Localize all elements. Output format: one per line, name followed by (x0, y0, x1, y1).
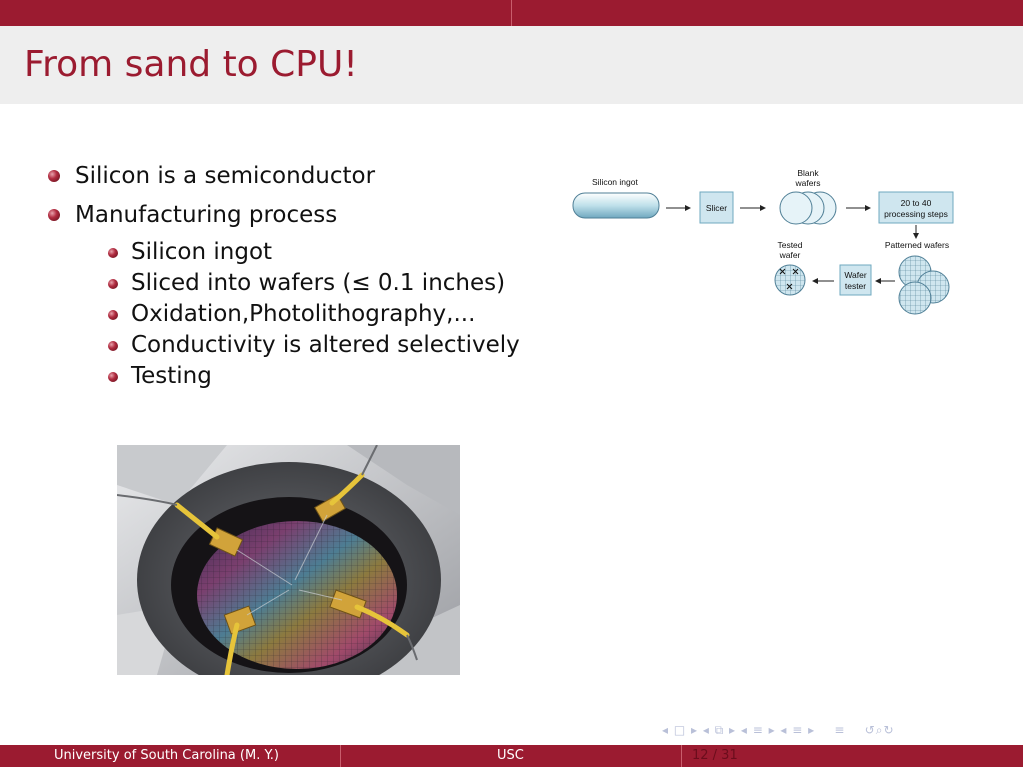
wafer-testing-photo (117, 445, 460, 675)
patterned-wafer (898, 281, 932, 315)
processing-steps-box (878, 191, 954, 224)
sub-bullet-item: Testing (108, 361, 520, 392)
blank-wafers-label: Blank (797, 168, 819, 178)
footer-page-number: 12 / 31 (692, 748, 738, 763)
bullet-text: Manufacturing process (75, 202, 338, 228)
blank-wafer (779, 191, 813, 225)
sub-bullet-item: Sliced into wafers (≤ 0.1 inches) (108, 268, 520, 299)
silicon-ingot-label: Silicon ingot (592, 177, 638, 187)
sub-bullet-icon (108, 341, 118, 351)
manufacturing-flow-diagram: Silicon ingot Slicer Blank wafers 20 to … (572, 168, 954, 315)
footer-bar: University of South Carolina (M. Y.) USC… (0, 745, 1023, 767)
bullet-text: Silicon is a semiconductor (75, 163, 376, 189)
tested-wafer-label: wafer (779, 250, 801, 260)
sub-bullet-icon (108, 279, 118, 289)
footer-divider (681, 745, 682, 767)
sub-bullet-text: Silicon ingot (131, 239, 273, 265)
bullet-item: Silicon is a semiconductor (48, 160, 375, 199)
slide-navigation-icons[interactable]: ◂ □ ▸ ◂ ⧉ ▸ ◂ ≡ ▸ ◂ ≡ ▸ ≡ ↺⌕↻ (662, 723, 895, 737)
slicer-label: Slicer (706, 203, 727, 213)
blank-wafers-label: wafers (794, 178, 820, 188)
slicer-box (699, 191, 734, 224)
wafer-tester-label: tester (845, 281, 866, 291)
tested-wafer-label: Tested (777, 240, 802, 250)
bullet-icon (48, 209, 60, 221)
sub-bullet-list: Silicon ingot Sliced into wafers (≤ 0.1 … (108, 237, 520, 392)
sub-bullet-item: Oxidation,Photolithography,... (108, 299, 520, 330)
footer-author: University of South Carolina (M. Y.) (54, 748, 279, 763)
sub-bullet-item: Silicon ingot (108, 237, 520, 268)
silicon-ingot-shape (572, 192, 660, 219)
processing-steps-label: 20 to 40 (901, 198, 932, 208)
footer-institution: USC (497, 748, 524, 763)
footer-divider (340, 745, 341, 767)
slide-title: From sand to CPU! (24, 44, 358, 85)
tested-wafer (774, 264, 806, 296)
sub-bullet-icon (108, 248, 118, 258)
header-divider (511, 0, 512, 26)
bullet-list: Silicon is a semiconductor Manufacturing… (48, 160, 520, 389)
wafer-tester-label: Wafer (844, 270, 867, 280)
defect-marks-icon (779, 268, 799, 290)
sub-bullet-text: Oxidation,Photolithography,... (131, 301, 476, 327)
sub-bullet-item: Conductivity is altered selectively (108, 330, 520, 361)
sub-bullet-icon (108, 310, 118, 320)
processing-steps-label: processing steps (884, 209, 948, 219)
title-bar (0, 26, 1023, 104)
bullet-icon (48, 170, 60, 182)
sub-bullet-text: Conductivity is altered selectively (131, 332, 520, 358)
sub-bullet-text: Testing (131, 363, 212, 389)
sub-bullet-text: Sliced into wafers (≤ 0.1 inches) (131, 270, 506, 296)
patterned-wafers-label: Patterned wafers (885, 240, 949, 250)
bullet-item: Manufacturing process Silicon ingot Slic… (48, 199, 520, 389)
wafer-tester-box (839, 264, 872, 296)
header-bar (0, 0, 1023, 26)
sub-bullet-icon (108, 372, 118, 382)
